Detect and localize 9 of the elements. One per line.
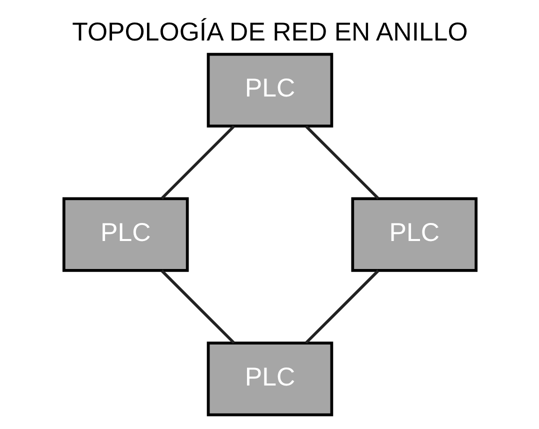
node-box: PLC xyxy=(350,197,478,272)
node-box: PLC xyxy=(206,52,333,128)
connector xyxy=(160,125,234,200)
node-box: PLC xyxy=(62,197,188,272)
diagram-title: TOPOLOGÍA DE RED EN ANILLO xyxy=(72,18,468,47)
connector xyxy=(304,270,379,344)
connector xyxy=(160,270,234,344)
connector xyxy=(304,125,379,200)
node-box: PLC xyxy=(206,342,333,416)
